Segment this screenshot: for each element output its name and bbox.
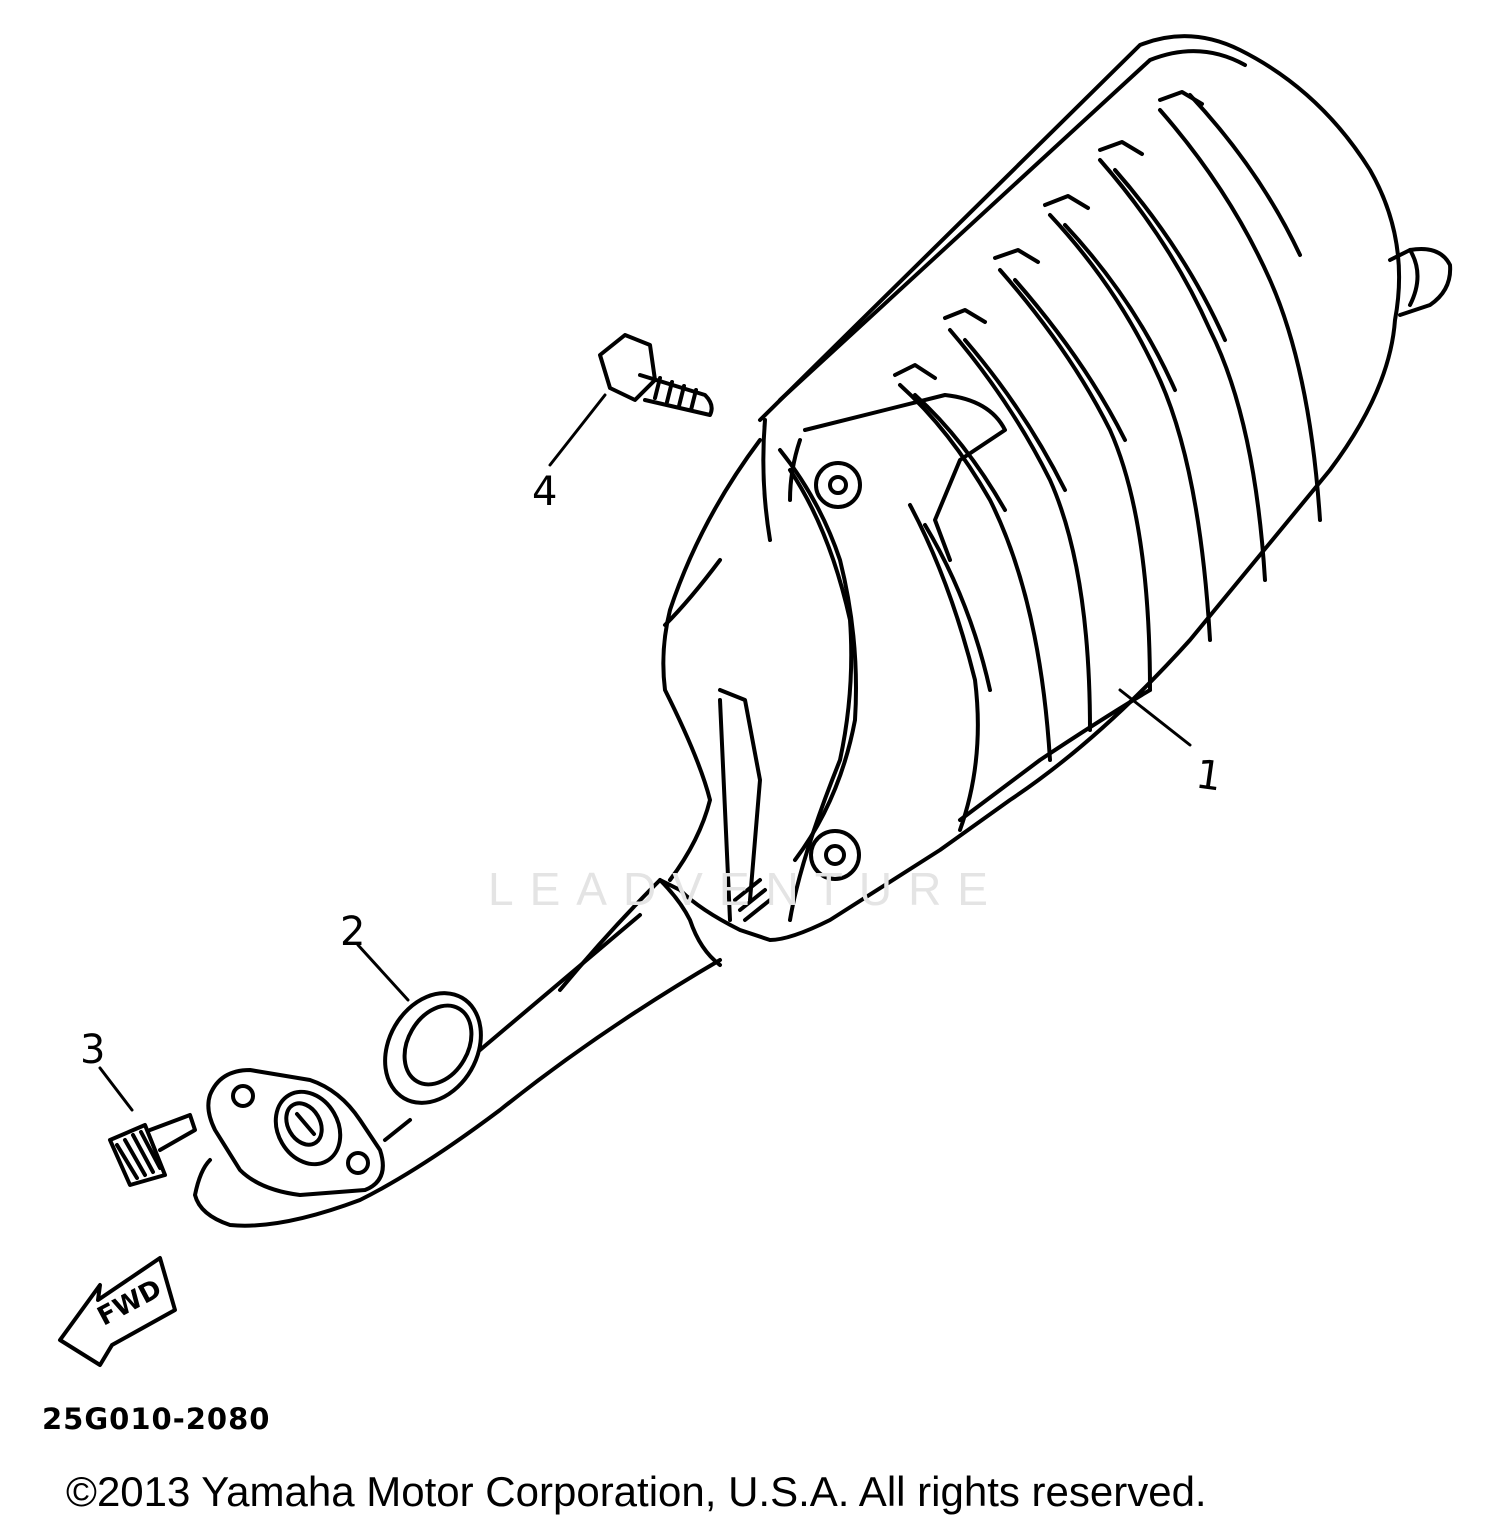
fwd-arrow-icon [58,1256,177,1367]
fwd-arrow-label: FWD [93,1274,167,1332]
watermark: LEADVENTURE [488,863,1004,915]
gasket-part [356,943,483,1105]
diagram-code: 25G010-2080 [42,1402,271,1436]
bracket-bolt-part [548,333,714,467]
callout-2: 2 [340,909,366,955]
flange-bolt-part [98,1066,197,1187]
callout-3: 3 [80,1027,106,1073]
copyright-notice: ©2013 Yamaha Motor Corporation, U.S.A. A… [66,1468,1207,1515]
exhaust-flange [206,1068,412,1197]
muffler-assembly [193,34,1453,1228]
callout-4: 4 [532,469,558,515]
